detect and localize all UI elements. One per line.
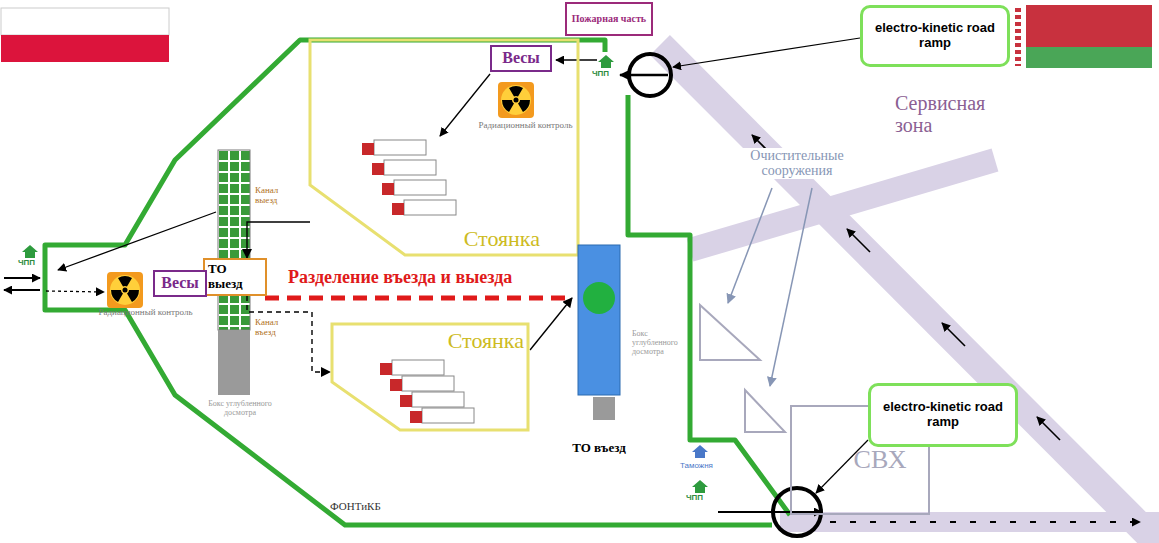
poland-flag — [1, 8, 169, 35]
inspection-bar — [578, 245, 620, 395]
exit-inspection-box: ТО выезд — [203, 258, 267, 296]
entry-inspection-bar-shape — [572, 245, 626, 458]
node-text: Стоянка — [448, 328, 524, 353]
node-text: Стоянка — [464, 226, 540, 251]
checkpoint-icon — [692, 480, 708, 493]
truck-cab — [392, 203, 404, 215]
flow-arrow — [4, 277, 40, 279]
truck-cab — [390, 379, 402, 391]
treatment-facility — [745, 390, 785, 432]
poland-flag — [1, 35, 169, 62]
node-text: electro-kinetic road ramp — [877, 400, 1009, 430]
node-text: СВХ — [854, 445, 907, 475]
scales-box: Весы — [490, 45, 552, 72]
map-label: Бокс углубленного досмотра — [632, 330, 688, 356]
node-text: electro-kinetic road ramp — [869, 21, 1001, 51]
map-label: Радиационный контроль — [478, 121, 573, 131]
truck-trailer — [404, 200, 456, 215]
truck-trailer — [412, 392, 464, 407]
traffic-arrow — [1037, 417, 1060, 440]
entry-inspection-bar: ТО въезд — [572, 245, 626, 458]
map-label: Радиационный контроль — [98, 308, 193, 318]
node-text: Весы — [161, 274, 199, 292]
leader-line — [673, 38, 860, 67]
flow-arrow — [718, 511, 822, 513]
flow-arrow — [46, 291, 104, 292]
belarus-ornament — [1015, 8, 1021, 66]
truck-trailer — [392, 360, 444, 375]
map-label: ЧПП — [18, 259, 35, 268]
flow-arrow — [58, 212, 216, 270]
truck-cab — [410, 411, 422, 423]
customs-icon — [692, 445, 708, 458]
truck-trailer — [374, 140, 426, 155]
parking-outline — [310, 40, 578, 255]
scales-box: Весы — [153, 270, 207, 297]
service-road — [780, 512, 1159, 532]
truck-trailer — [422, 408, 474, 423]
checkpoint-icon — [22, 245, 38, 258]
belarus-flag — [1010, 47, 1152, 68]
inspection-lanes — [218, 150, 250, 330]
truck-trailer — [402, 376, 454, 391]
truck-cab — [382, 183, 394, 195]
parking-area: Стоянка — [330, 322, 530, 432]
radiation-icon — [498, 82, 534, 118]
truck-cab — [362, 143, 374, 155]
map-label: ФОНТиКБ — [330, 500, 381, 512]
node-text: ТО въезд — [572, 441, 625, 456]
truck-cab — [380, 363, 392, 375]
traffic-arrow — [830, 521, 1140, 523]
map-label: ЧПП — [686, 494, 703, 503]
truck-cab — [372, 163, 384, 175]
service-road — [660, 45, 1159, 543]
treatment-facility — [700, 305, 760, 360]
map-label: Канал въезд — [255, 318, 299, 338]
parking-area: Стоянка Весы — [310, 35, 580, 257]
ramp-marker — [773, 488, 821, 536]
node-text: Весы — [502, 49, 540, 67]
inspection-point — [583, 282, 615, 314]
inspection-box — [593, 397, 615, 420]
checkpoint-icon — [598, 55, 614, 68]
map-label: ЧПП — [592, 70, 609, 79]
map-label: Таможня — [680, 462, 713, 471]
ramp-marker — [629, 54, 671, 96]
flow-connector — [247, 222, 310, 258]
pointer-arrow — [770, 188, 812, 386]
fire-station-box: Пожарная часть — [565, 2, 653, 36]
inspection-box — [218, 330, 250, 395]
map-label: Канал выезд — [255, 186, 297, 206]
map-label: Очистительные сооружения — [735, 148, 859, 179]
truck-cab — [400, 395, 412, 407]
flow-connector — [247, 296, 330, 372]
truck-trailer — [394, 180, 446, 195]
radiation-icon — [107, 272, 143, 308]
truck-trailer — [384, 160, 436, 175]
callout-box: electro-kinetic road ramp — [860, 5, 1010, 67]
callout-box: electro-kinetic road ramp — [868, 383, 1018, 447]
map-label: Бокс углубленного досмотра — [200, 400, 280, 418]
flow-connector — [530, 298, 572, 350]
node-text: Пожарная часть — [572, 13, 646, 25]
parking-outline — [332, 324, 528, 430]
separation-line — [265, 296, 565, 301]
map-label: Сервисная зона — [895, 92, 1025, 136]
map-label: Разделение въезда и выезда — [286, 268, 514, 288]
traffic-arrow — [942, 323, 965, 346]
pointer-arrow — [728, 188, 772, 303]
node-text: ТО выезд — [208, 262, 262, 292]
belarus-flag — [1010, 5, 1026, 68]
territory-border — [45, 40, 790, 525]
belarus-flag — [1010, 5, 1152, 47]
traffic-arrow — [847, 229, 870, 252]
flow-arrow — [4, 289, 40, 291]
